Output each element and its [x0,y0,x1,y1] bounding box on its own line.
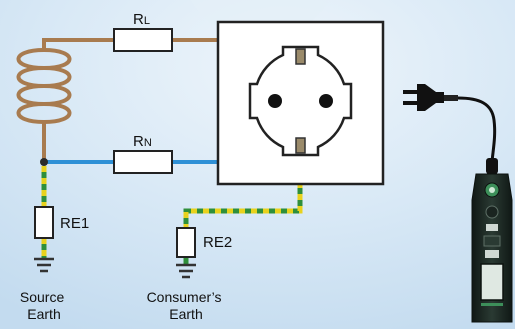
label-rn: RN [133,133,152,150]
phase-wire [42,38,220,52]
tester-cable [457,96,497,163]
ground-symbol-icon [34,257,54,273]
resistor-rn [113,150,173,174]
label-rl: RL [133,11,150,28]
source-earth-label: Source Earth [20,289,68,322]
label-re2: RE2 [203,234,232,251]
coil-icon [16,48,72,162]
consumer-earth-label: Consumer’s Earth [147,289,226,322]
tester-device-icon [471,158,513,323]
resistor-re1 [34,206,54,239]
plug-icon [403,84,458,111]
consumer-earth-wire [183,182,303,265]
resistor-rl [113,28,173,52]
junction-dot [40,158,48,166]
label-re1: RE1 [60,215,89,232]
socket-icon [216,20,385,186]
resistor-re2 [176,227,196,258]
ground-symbol-icon [176,263,196,279]
